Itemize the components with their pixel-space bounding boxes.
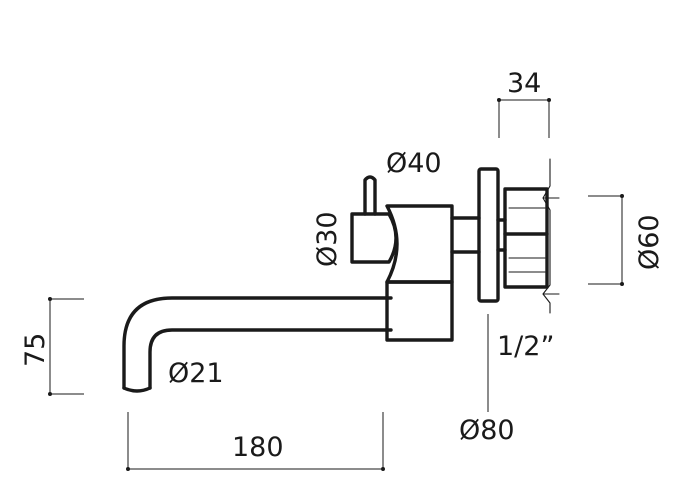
label-diameter-21: Ø21 [168,358,224,389]
dimension-180 [126,412,385,471]
wall-section [542,158,560,314]
label-diameter-80: Ø80 [459,415,515,446]
mixer-body [385,204,454,342]
label-diameter-40: Ø40 [386,148,442,179]
label-diameter-30: Ø30 [312,211,343,267]
neck-connector [450,216,481,254]
lever [363,175,377,216]
dimension-diameter-60 [588,194,624,286]
wall-flange [477,167,500,303]
label-diameter-60: Ø60 [634,214,665,270]
label-thread-size: 1/2” [497,331,554,362]
handle-cap [350,212,398,264]
dimension-34 [497,98,551,138]
label-34: 34 [507,68,541,99]
spout [122,296,393,393]
dimension-75 [48,297,84,396]
label-75: 75 [20,333,51,367]
label-180: 180 [232,432,284,463]
hex-nut [496,187,549,289]
